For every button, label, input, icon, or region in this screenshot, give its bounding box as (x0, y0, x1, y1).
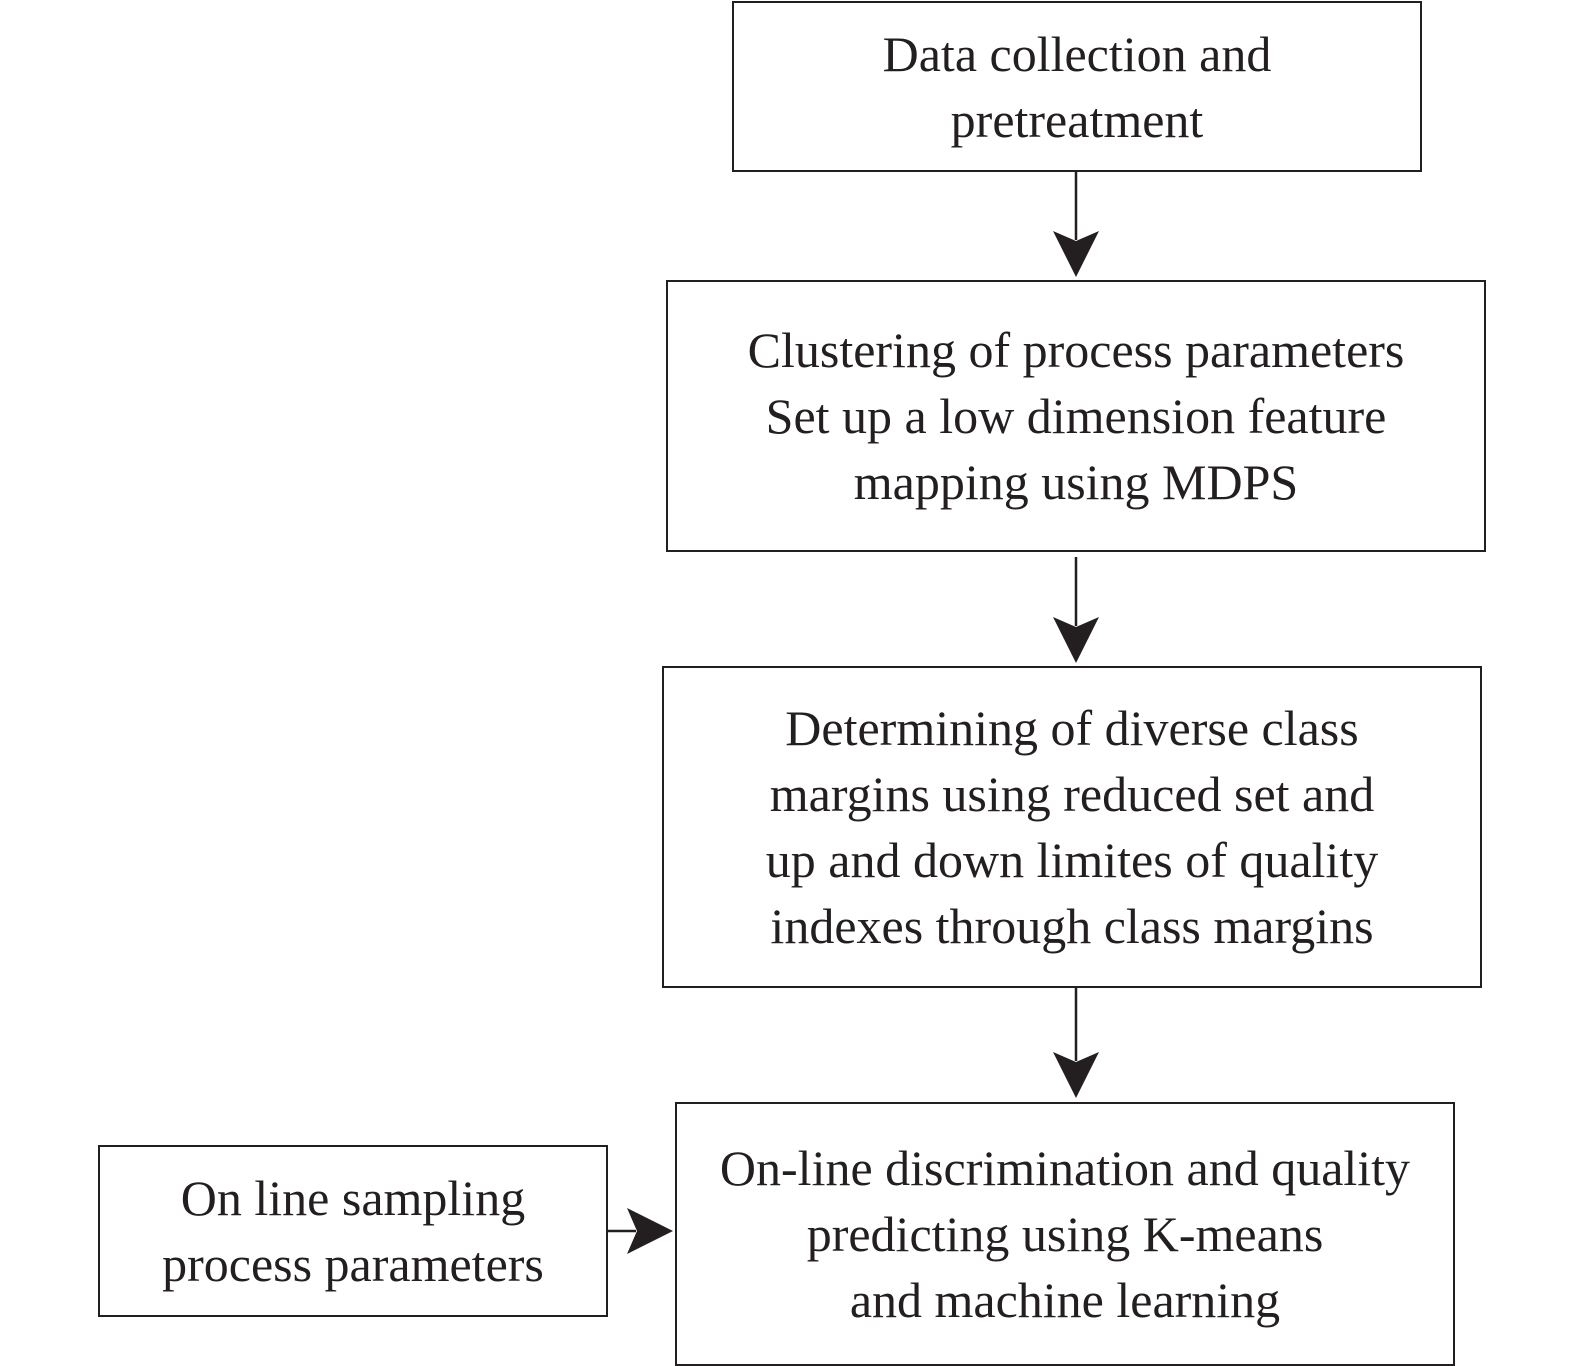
step-class-margins-line-2: margins using reduced set and (769, 766, 1375, 822)
step-online-discrimination-line-1: On-line discrimination and quality (719, 1140, 1411, 1196)
step-online-discrimination-line-3: and machine learning (849, 1272, 1281, 1328)
arrowhead-online-sampling-to-online-discrimination (627, 1208, 673, 1254)
step-clustering-box: Clustering of process parameters Set up … (666, 280, 1486, 552)
step-online-discrimination-line-2: predicting using K-means (806, 1206, 1324, 1262)
step-online-sampling-line-2: process parameters (162, 1236, 544, 1292)
step-clustering-line-3: mapping using MDPS (853, 454, 1299, 510)
step-clustering-line-1: Clustering of process parameters (747, 322, 1405, 378)
step-class-margins-box: Determining of diverse class margins usi… (662, 666, 1482, 988)
step-class-margins-line-4: indexes through class margins (770, 898, 1374, 954)
step-clustering-line-2: Set up a low dimension feature (765, 388, 1387, 444)
step-class-margins-line-1: Determining of diverse class (785, 700, 1359, 756)
arrowhead-class-margins-to-online-discrimination (1053, 1052, 1099, 1098)
arrowhead-clustering-to-class-margins (1053, 617, 1099, 663)
step-online-sampling-box: On line sampling process parameters (98, 1145, 608, 1317)
step-online-discrimination-box: On-line discrimination and quality predi… (675, 1102, 1455, 1366)
arrowhead-data-collection-to-clustering (1053, 231, 1099, 277)
step-data-collection-line-2: pretreatment (950, 91, 1204, 148)
step-class-margins-line-3: up and down limites of quality (765, 832, 1379, 888)
step-online-sampling-line-1: On line sampling (180, 1170, 526, 1226)
step-data-collection-line-1: Data collection and (882, 25, 1272, 82)
step-data-collection-box: Data collection and pretreatment (732, 1, 1422, 172)
